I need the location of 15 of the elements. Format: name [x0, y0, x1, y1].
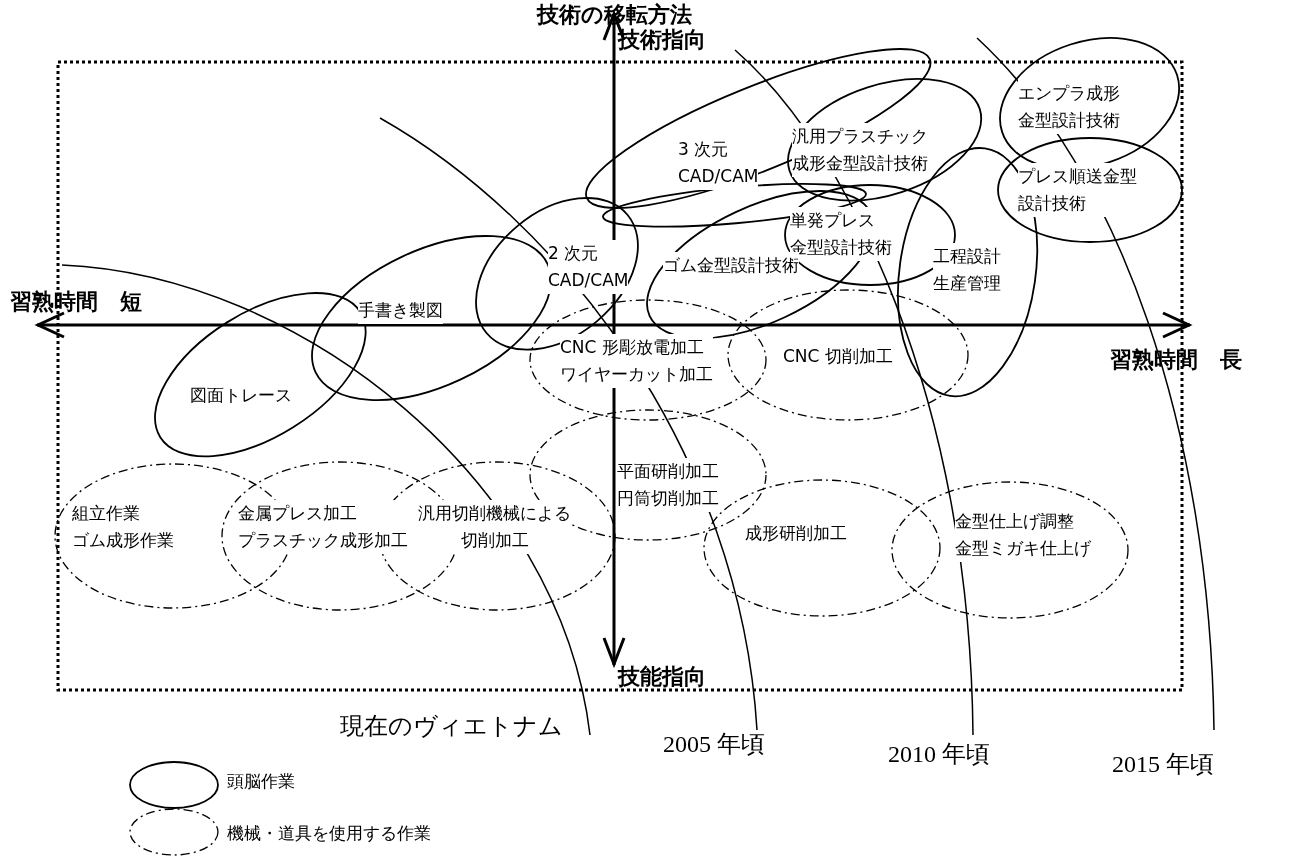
work-label: 汎用切削機械による切削加工	[418, 500, 571, 554]
work-label: 2 次元 CAD/CAM	[548, 240, 629, 294]
era-label: 2010 年頃	[888, 740, 990, 769]
work-label: 平面研削加工円筒切削加工	[617, 458, 719, 512]
work-label: 汎用プラスチック成形金型設計技術	[792, 123, 928, 177]
work-label: CNC 形彫放電加工ワイヤーカット加工	[560, 334, 713, 388]
era-label: 現在のヴィエトナム	[340, 711, 563, 742]
work-label: エンプラ成形金型設計技術	[1018, 80, 1120, 134]
axis-label: 技能指向	[618, 663, 706, 691]
era-label: 2005 年頃	[663, 730, 765, 759]
era-label: 2015 年頃	[1112, 750, 1214, 779]
legend-label: 機械・道具を使用する作業	[227, 822, 431, 845]
legend-label: 頭脳作業	[227, 770, 295, 793]
work-label: プレス順送金型設計技術	[1018, 163, 1137, 217]
work-label: 金属プレス加工プラスチック成形加工	[238, 500, 408, 554]
